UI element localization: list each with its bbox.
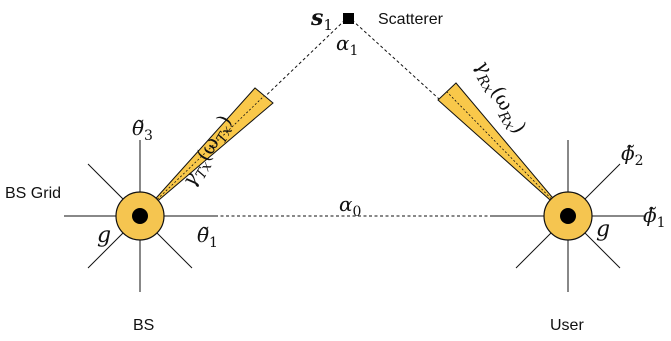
scatterer-label: Scatterer xyxy=(378,11,444,28)
user-node-center xyxy=(560,208,576,224)
user-label: User xyxy=(550,317,584,334)
s1-label: s xyxy=(310,5,323,31)
bs-grid-label: BS Grid xyxy=(5,185,61,202)
g-label-user: g xyxy=(596,217,610,242)
bs-label: BS xyxy=(133,317,154,334)
phi2-label: ϕ̃ xyxy=(621,141,635,165)
theta3-subscript: 3 xyxy=(144,128,153,144)
svg-text:ϕ̃1: ϕ̃1 xyxy=(643,203,666,231)
svg-text:s1: s1 xyxy=(310,5,333,34)
svg-text:ϕ̃2: ϕ̃2 xyxy=(621,141,644,169)
gamma-tx-expression: γTx(ωTx) xyxy=(177,111,240,193)
g-label-bs: g xyxy=(97,223,111,248)
theta1-subscript: 1 xyxy=(209,235,218,251)
alpha0-label: α xyxy=(339,192,353,216)
alpha0-subscript: 0 xyxy=(353,204,362,220)
alpha1-subscript: 1 xyxy=(350,43,359,59)
theta1-label: θ̃ xyxy=(197,223,209,247)
rx-beam-axis xyxy=(446,91,569,217)
phi1-label: ϕ̃ xyxy=(643,203,657,227)
tx-beam-axis xyxy=(139,95,265,217)
phi1-subscript: 1 xyxy=(657,215,666,231)
theta3-label: θ̃ xyxy=(132,116,144,140)
scatterer-marker xyxy=(343,13,354,24)
svg-text:θ̃1: θ̃1 xyxy=(197,223,218,251)
svg-text:α0: α0 xyxy=(339,192,361,220)
bs-node-center xyxy=(132,208,148,224)
gamma-tx-argument-subscript: Tx xyxy=(214,123,237,146)
phi2-subscript: 2 xyxy=(635,153,644,169)
gamma-tx-subscript: Tx xyxy=(193,159,216,182)
s1-subscript: 1 xyxy=(323,16,333,34)
svg-text:α1: α1 xyxy=(336,31,358,59)
svg-text:θ̃3: θ̃3 xyxy=(132,116,153,144)
alpha1-label: α xyxy=(336,31,350,55)
